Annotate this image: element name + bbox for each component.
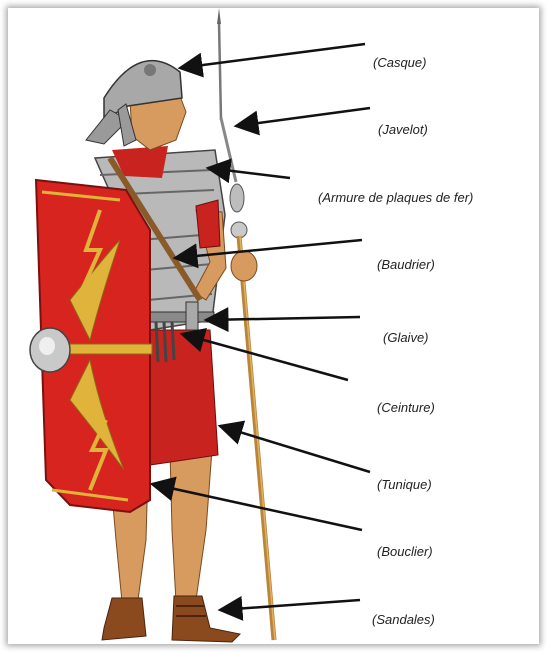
sandals	[102, 596, 240, 642]
pointer-javelot	[236, 108, 370, 126]
label-glaive: (Glaive)	[383, 330, 429, 345]
pointer-sandales	[220, 600, 360, 610]
pointer-glaive	[206, 317, 360, 320]
label-javelot: (Javelot)	[378, 122, 428, 137]
label-baudrier: (Baudrier)	[377, 257, 435, 272]
javelot-spear	[217, 8, 275, 640]
label-armure: (Armure de plaques de fer)	[318, 190, 473, 205]
label-casque: (Casque)	[373, 55, 426, 70]
label-ceinture: (Ceinture)	[377, 400, 435, 415]
label-tunique: (Tunique)	[377, 477, 432, 492]
scutum-shield	[30, 180, 152, 512]
label-sandales: (Sandales)	[372, 612, 435, 627]
pointer-tunique	[220, 426, 370, 472]
label-bouclier: (Bouclier)	[377, 544, 433, 559]
pointer-armure	[208, 168, 290, 178]
head	[86, 61, 186, 150]
pointer-casque	[180, 44, 365, 68]
